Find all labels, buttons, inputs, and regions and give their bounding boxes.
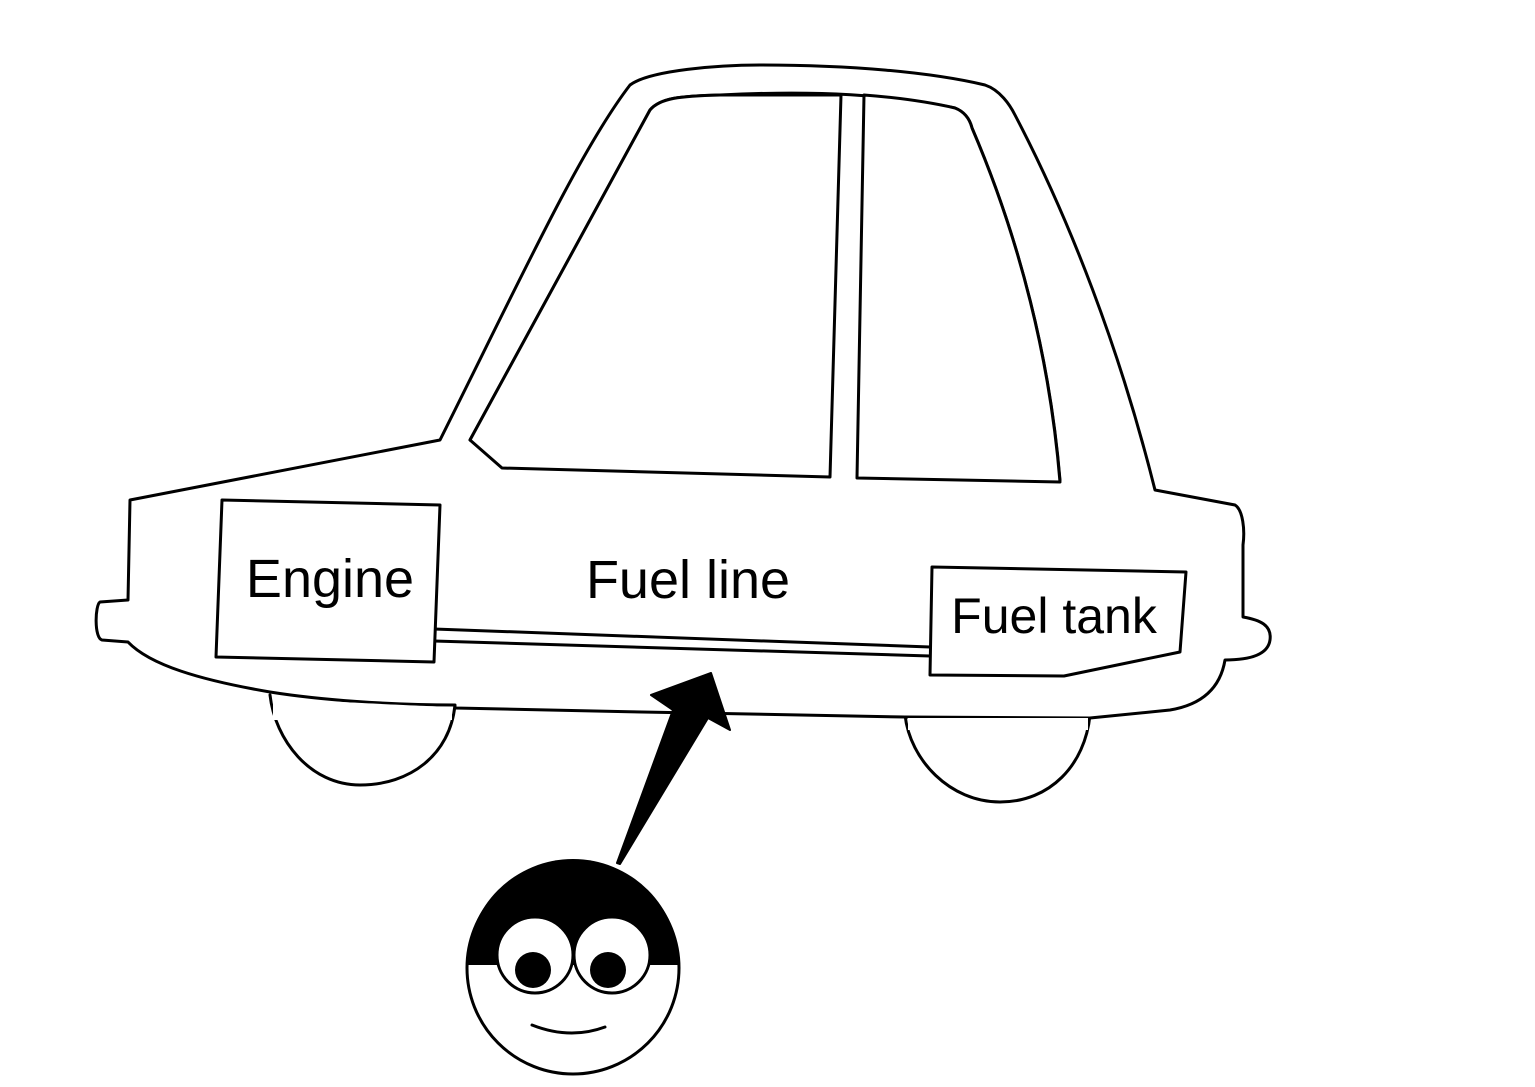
fuel-tank-label: Fuel tank [951,588,1158,644]
front-window [855,93,1062,484]
engine-box [214,498,442,664]
fuel-tank-box [928,565,1188,678]
fuel-line [433,627,931,658]
smile [530,1023,607,1035]
smiley-face-icon [465,859,681,1076]
rear-window [468,93,843,479]
front-wheel [903,713,1092,804]
arrow-icon [616,672,731,865]
car-icon [94,63,1272,804]
fuel-line-label: Fuel line [586,550,790,610]
engine-label: Engine [246,549,414,609]
